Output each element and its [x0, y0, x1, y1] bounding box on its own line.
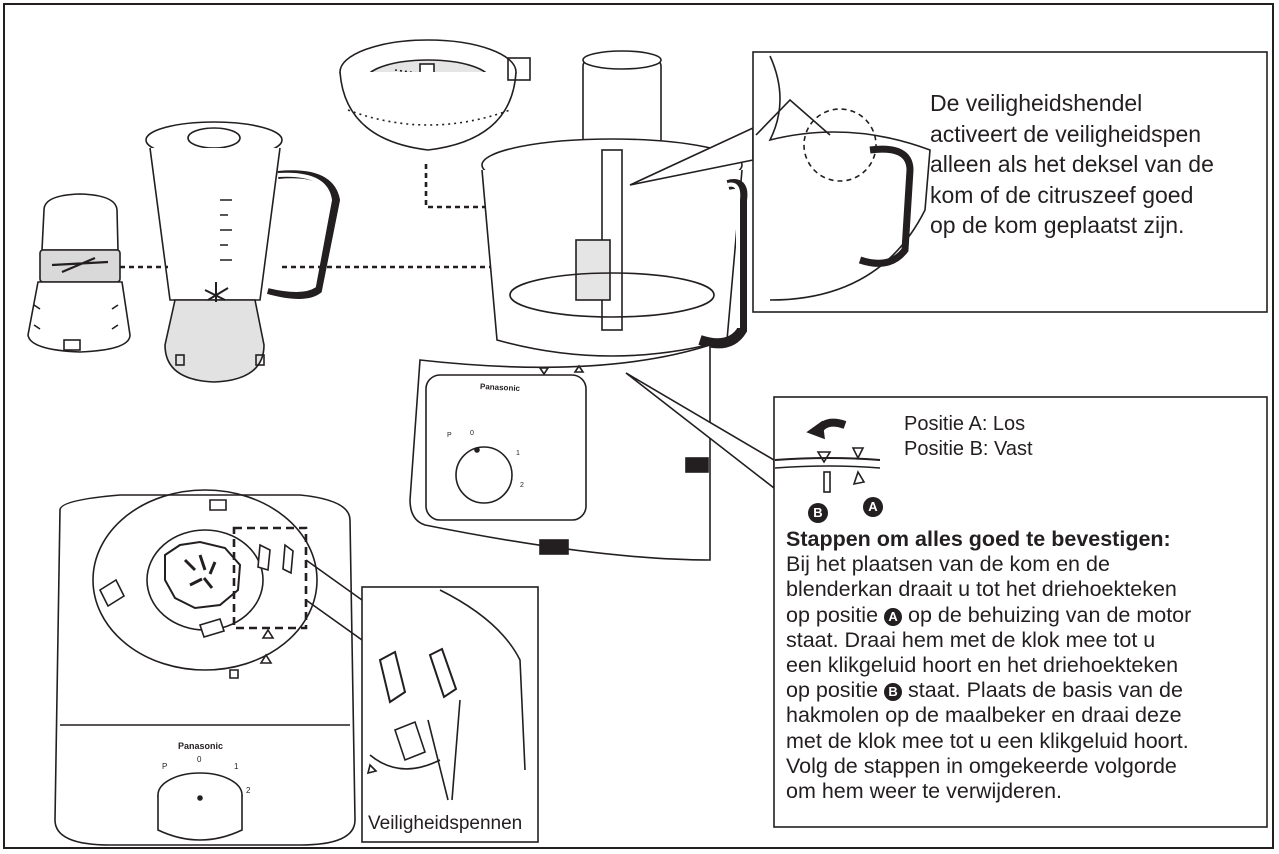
blender-illustration: [145, 121, 341, 383]
chopper-illustration: [27, 193, 131, 353]
dial-mark-2-upper: 2: [520, 482, 524, 489]
callout-line: op de kom geplaatst zijn.: [930, 212, 1185, 238]
steps-line: staat. Draai hem met de klok mee tot u: [786, 627, 1156, 652]
safety-lever-zoom: [752, 51, 1268, 313]
steps-line: om hem weer te verwijderen.: [786, 779, 1063, 804]
steps-line: blenderkan draait u tot het driehoekteke…: [786, 577, 1177, 602]
safety-lever-description: De veiligheidshendel activeert de veilig…: [930, 88, 1260, 241]
safety-pins-zoom: [361, 586, 539, 843]
position-box: [773, 396, 1268, 828]
steps-line: Bij het plaatsen van de kom en de: [786, 552, 1110, 577]
position-a-marker: A: [884, 607, 903, 626]
steps-text: op de behuizing van de motor: [908, 602, 1192, 627]
motor-base-top-view: [54, 489, 356, 846]
safety-pins-label: Veiligheidspennen: [368, 813, 523, 834]
steps-line: Volg de stappen in omgekeerde volgorde: [786, 753, 1177, 778]
position-a-badge: A: [863, 497, 883, 517]
dial-mark-2-lower: 2: [246, 786, 251, 795]
dial-mark-0-lower: 0: [197, 755, 202, 764]
pins-callout-leader: [305, 559, 363, 641]
position-b-badge: B: [808, 503, 828, 523]
guide-lines: [120, 164, 490, 269]
outer-frame: [3, 3, 1274, 849]
dial-mark-0-upper: 0: [470, 430, 474, 437]
citrus-juicer-illustration: [339, 39, 531, 151]
dial-mark-1-upper: 1: [516, 450, 520, 457]
position-labels: Positie A: Los Positie B: Vast: [904, 412, 1033, 462]
dial-mark-p-lower: P: [162, 762, 168, 771]
attachment-steps: Stappen om alles goed te bevestigen: Bij…: [786, 527, 1261, 804]
callout-line: alleen als het deksel van de: [930, 151, 1214, 177]
steps-text: op positie: [786, 602, 879, 627]
callout-line: De veiligheidshendel: [930, 90, 1143, 116]
position-b-marker: B: [884, 683, 903, 702]
steps-title: Stappen om alles goed te bevestigen:: [786, 527, 1171, 551]
steps-line: hakmolen op de maalbeker en draai deze: [786, 703, 1182, 728]
steps-text: op positie: [786, 678, 879, 703]
dial-mark-1-lower: 1: [234, 762, 239, 771]
callout-line: kom of de citruszeef goed: [930, 181, 1194, 208]
steps-line: op positie B staat. Plaats de basis van …: [786, 678, 1261, 703]
steps-line: op positie A op de behuizing van de moto…: [786, 603, 1261, 628]
brand-logo-lower: Panasonic: [178, 741, 224, 751]
position-b-label: Positie B: Vast: [904, 438, 1033, 460]
position-a-label: Positie A: Los: [904, 413, 1026, 435]
steps-text: staat. Plaats de basis van de: [908, 678, 1183, 703]
food-processor-illustration: [409, 50, 748, 561]
dial-mark-p-upper: P: [447, 432, 452, 439]
callout-line: activeert de veiligheidspen: [930, 120, 1202, 147]
steps-line: met de klok mee tot u een klikgeluid hoo…: [786, 728, 1189, 753]
steps-line: een klikgeluid hoort en het driehoekteke…: [786, 653, 1179, 678]
